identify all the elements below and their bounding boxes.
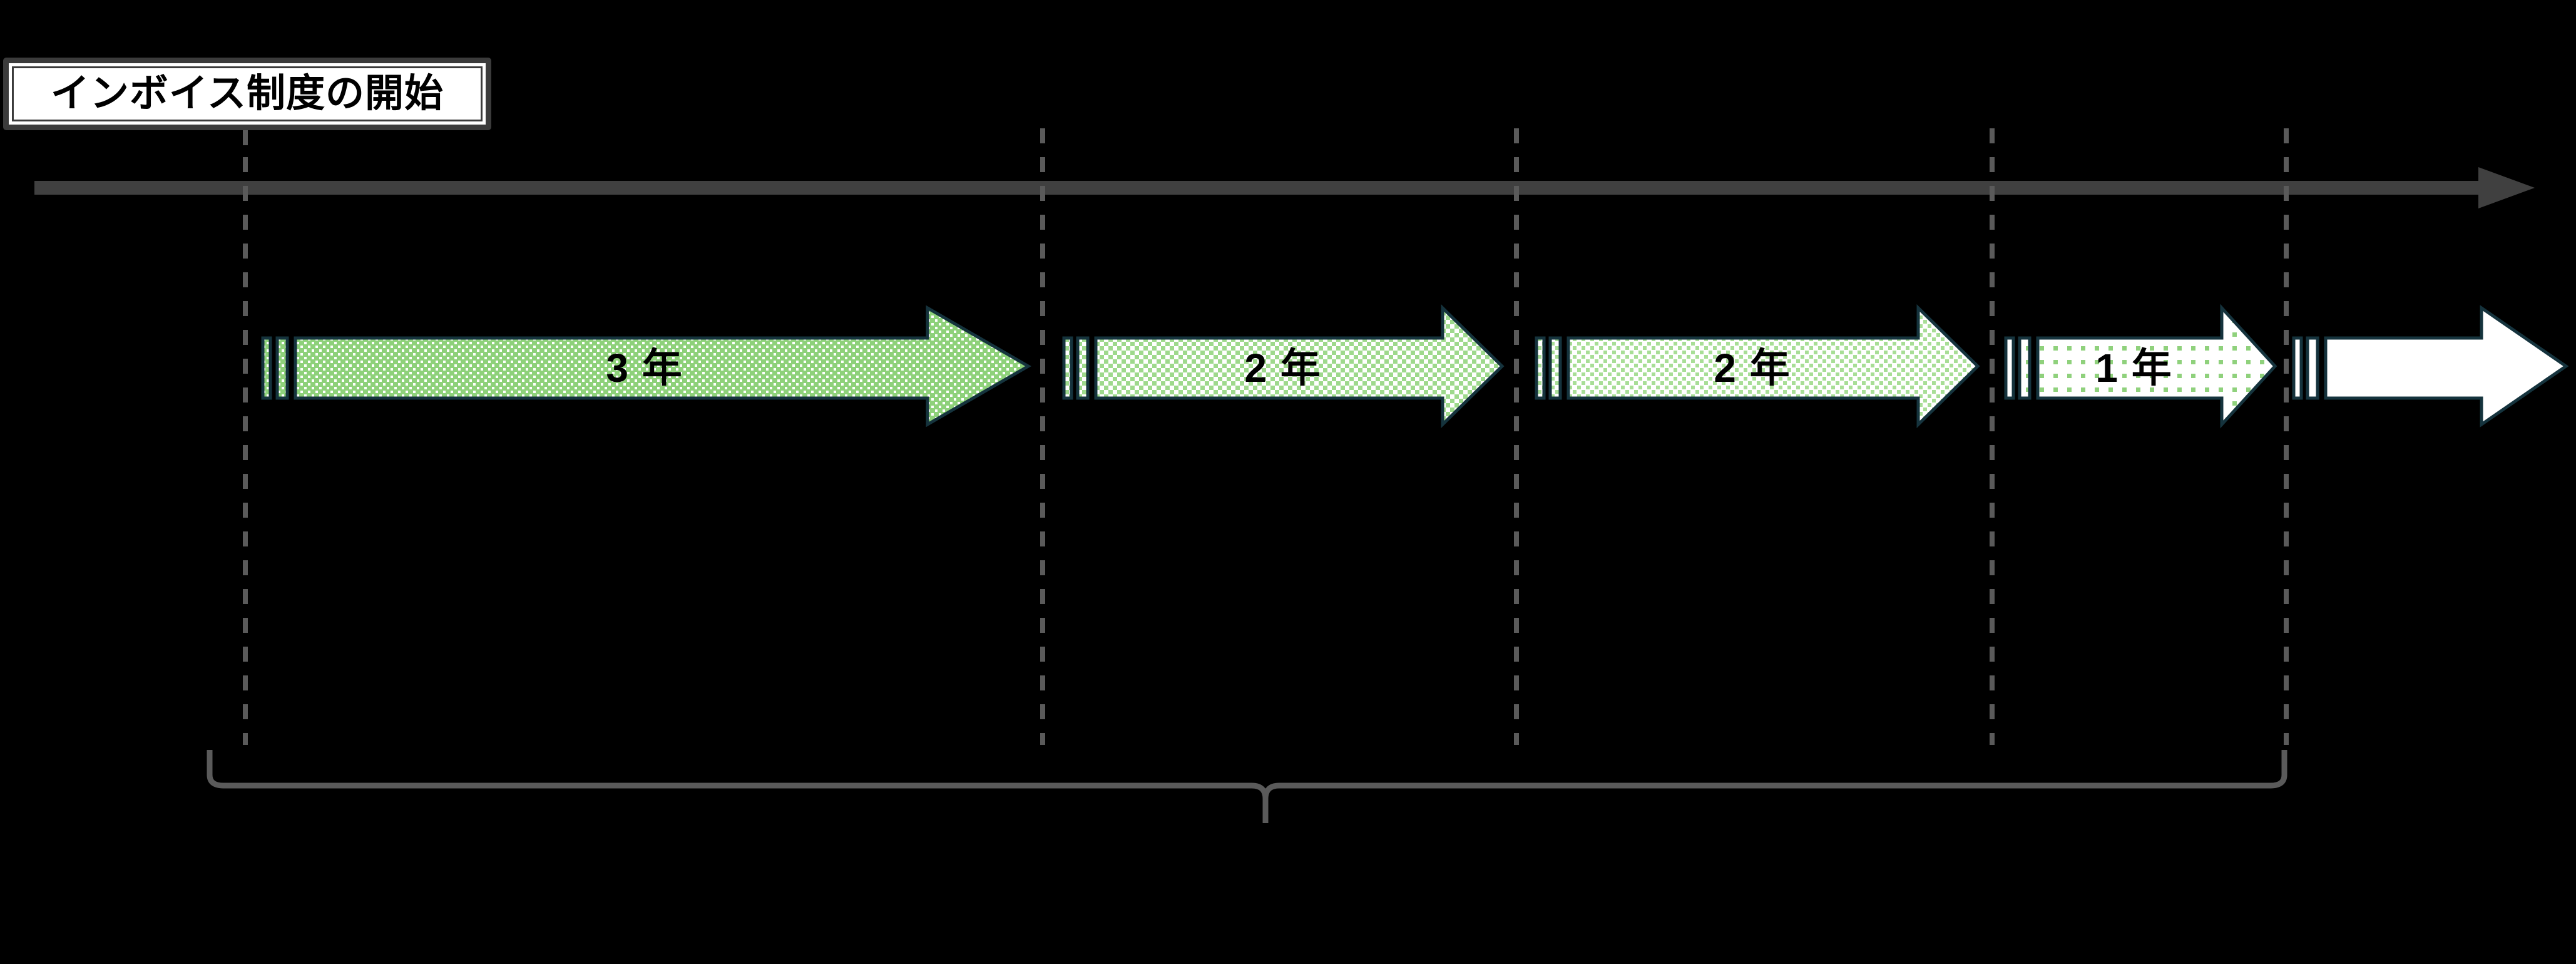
callout-box: インボイス制度の開始 [3,58,491,130]
period-divider-lines [243,128,2289,745]
period-brace [207,750,2287,823]
segment-label-1: 3 年 [606,346,683,391]
segment-arrow-3[interactable] [1535,304,1980,428]
segment-arrow-1[interactable] [261,305,1031,428]
segment-label-2: 2 年 [1244,346,1322,391]
time-axis-arrow [34,167,2535,208]
callout-label: インボイス制度の開始 [50,72,444,115]
segment-arrow-4[interactable] [2004,304,2277,429]
segment-label-4: 1 年 [2095,346,2173,391]
segment-arrow-5[interactable] [2292,305,2569,428]
segment-label-3: 2 年 [1714,346,1791,391]
segment-arrow-2[interactable] [1062,304,1505,428]
